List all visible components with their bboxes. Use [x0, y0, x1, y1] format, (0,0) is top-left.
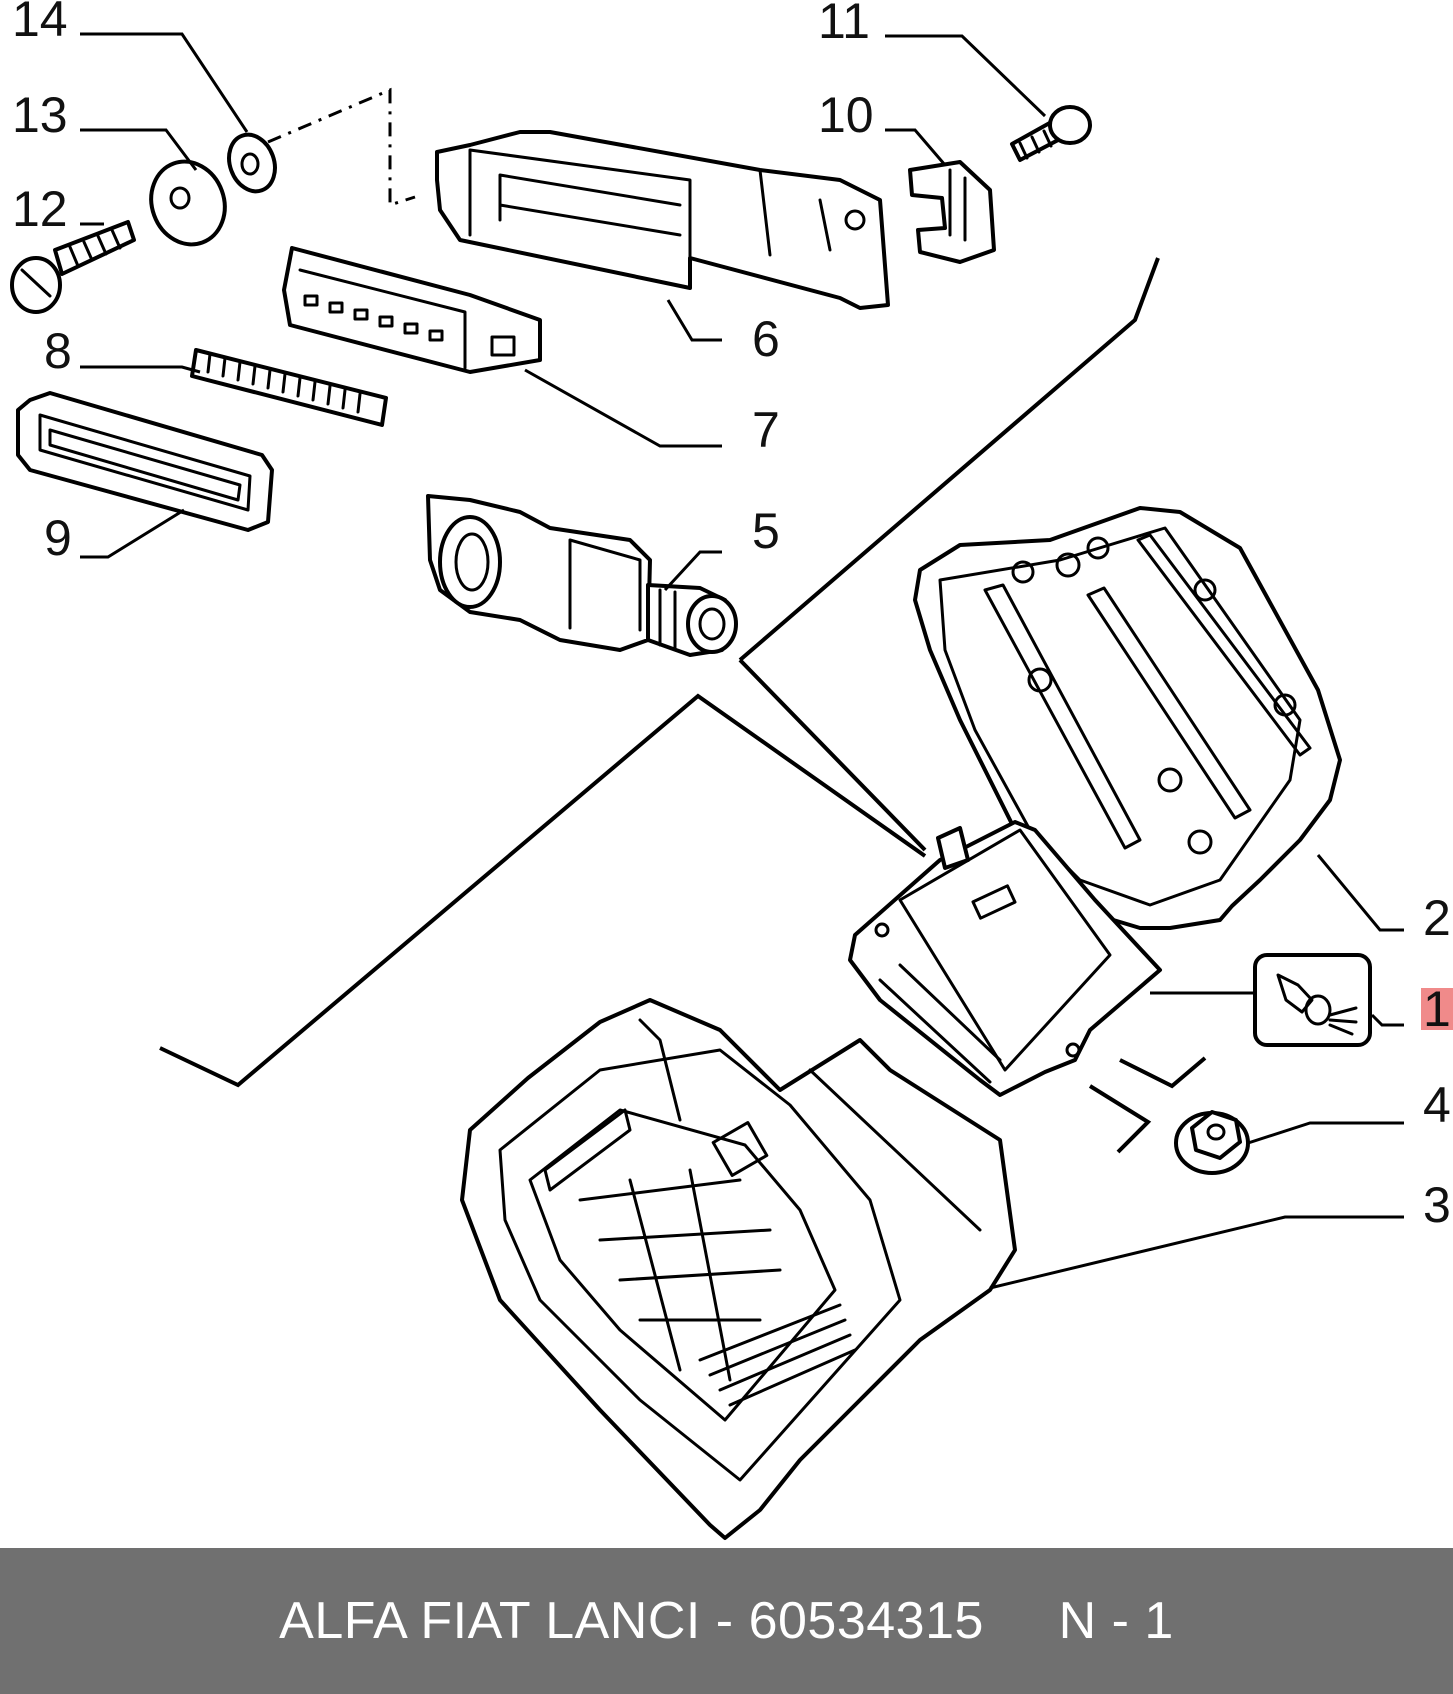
part-1-control-unit	[848, 820, 1162, 1097]
callout-12: 12	[12, 181, 68, 237]
parts-diagram: 1 2 3 4 5 6 7 8 9 10 11 12 13 14	[10, 0, 1453, 1540]
connector-slots	[303, 294, 444, 342]
callout-11: 11	[818, 0, 870, 49]
callout-7: 7	[752, 402, 780, 458]
part-14-washer	[227, 132, 277, 194]
callout-9: 9	[44, 510, 72, 566]
callout-5: 5	[752, 503, 780, 559]
part-11-bolt	[1010, 105, 1092, 162]
callout-13: 13	[12, 87, 68, 143]
callout-4: 4	[1423, 1077, 1451, 1133]
callout-labels: 1 2 3 4 5 6 7 8 9 10 11 12 13 14	[12, 0, 1453, 1233]
assembly-outline	[159, 87, 1207, 1154]
callout-10: 10	[818, 87, 874, 143]
part-10-clip	[908, 160, 996, 264]
footer-bar: ALFA FIAT LANCI - 60534315 N - 1	[0, 1548, 1453, 1694]
part-8-comb-strip	[190, 348, 388, 427]
parts-diagram-svg: 1 2 3 4 5 6 7 8 9 10 11 12 13 14	[10, 0, 1453, 1540]
callout-8: 8	[44, 323, 72, 379]
part-9-gasket	[16, 391, 274, 532]
part-7-connector-block	[282, 246, 542, 374]
part-6-connector-housing	[435, 130, 890, 310]
part-12-screw	[10, 220, 136, 314]
callout-3: 3	[1423, 1177, 1451, 1233]
part-13-washer	[149, 159, 227, 247]
part-5-sensor	[426, 494, 738, 657]
part-3-housing	[460, 998, 1017, 1540]
callout-6: 6	[752, 311, 780, 367]
leader-lines	[80, 32, 1404, 1290]
part-4-nut	[1174, 1110, 1250, 1175]
callout-1-highlight	[1421, 988, 1453, 1030]
callout-1: 1	[1423, 981, 1451, 1037]
callout-14: 14	[12, 0, 68, 47]
part-1-inset-icon	[1253, 953, 1372, 1047]
part-number-caption: ALFA FIAT LANCI - 60534315 N - 1	[279, 1592, 1174, 1650]
callout-2: 2	[1423, 890, 1451, 946]
